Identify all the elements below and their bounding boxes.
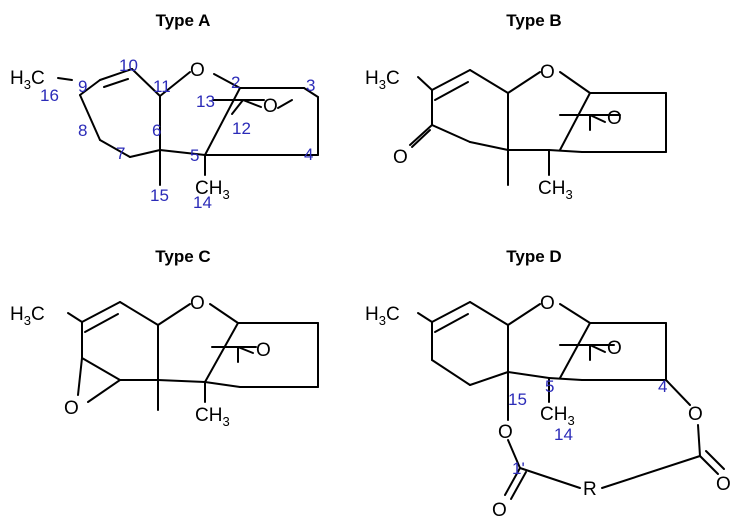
type-a-ring-oxygen: O xyxy=(190,60,205,81)
svg-text:14: 14 xyxy=(193,193,212,212)
type-a-title: Type A xyxy=(156,11,211,30)
type-b-ch3-left: H3C xyxy=(365,68,400,92)
type-b-bonds xyxy=(409,69,667,186)
type-d-carbonyl-oxygen-left: O xyxy=(492,500,507,521)
type-a-structure: Type A H3C O xyxy=(10,11,319,212)
type-c-structure: Type C H3C O O xyxy=(10,247,319,429)
svg-text:6: 6 xyxy=(152,121,161,140)
type-c-ch3-left: H3C xyxy=(10,304,45,328)
svg-text:5: 5 xyxy=(545,377,554,396)
type-c-title: Type C xyxy=(155,247,210,266)
type-d-epoxide-oxygen: O xyxy=(607,338,622,359)
type-b-ketone-oxygen: O xyxy=(393,147,408,168)
svg-text:15: 15 xyxy=(150,186,169,205)
svg-text:5: 5 xyxy=(190,146,199,165)
type-d-ester-oxygen-left: O xyxy=(498,422,513,443)
type-a-numbering: 2 3 4 5 6 7 8 9 10 11 12 13 14 15 16 xyxy=(40,56,315,212)
type-d-structure: Type D xyxy=(365,247,731,521)
type-b-structure: Type B H3C O O xyxy=(365,11,667,202)
svg-text:10: 10 xyxy=(119,56,138,75)
svg-text:9: 9 xyxy=(78,77,87,96)
svg-text:11: 11 xyxy=(153,77,171,96)
type-a-epoxide-oxygen: O xyxy=(263,96,278,117)
svg-text:7: 7 xyxy=(116,144,125,163)
type-b-ring-oxygen: O xyxy=(540,62,555,83)
type-d-ch3-methyl: CH3 xyxy=(540,404,575,428)
type-c-epoxide-oxygen: O xyxy=(256,340,271,361)
type-a-ch3-left: H3C xyxy=(10,68,45,92)
svg-text:2: 2 xyxy=(231,73,240,92)
svg-text:3: 3 xyxy=(306,76,315,95)
type-d-numbering: 15 5 4 14 1' xyxy=(508,377,667,478)
type-b-epoxide-oxygen: O xyxy=(607,108,622,129)
svg-text:1': 1' xyxy=(512,459,525,478)
svg-text:15: 15 xyxy=(508,390,527,409)
type-d-bonds xyxy=(417,301,725,500)
type-b-title: Type B xyxy=(506,11,561,30)
type-c-ch3-methyl: CH3 xyxy=(195,405,230,429)
type-d-r-group: R xyxy=(583,479,597,500)
type-a-ch3-methyl: CH3 xyxy=(195,178,230,202)
type-d-ring-oxygen: O xyxy=(540,293,555,314)
type-c-bonds xyxy=(67,301,319,411)
type-d-carbonyl-oxygen-right: O xyxy=(716,474,731,495)
type-b-ch3-methyl: CH3 xyxy=(538,178,573,202)
type-d-ch3-left: H3C xyxy=(365,304,400,328)
type-c-ring-oxygen: O xyxy=(190,293,205,314)
svg-text:16: 16 xyxy=(40,86,59,105)
type-a-bonds xyxy=(57,68,319,186)
svg-text:13: 13 xyxy=(196,92,215,111)
type-d-title: Type D xyxy=(506,247,561,266)
type-d-ester-oxygen-right: O xyxy=(688,404,703,425)
svg-text:14: 14 xyxy=(554,425,573,444)
svg-text:4: 4 xyxy=(304,145,313,164)
svg-text:8: 8 xyxy=(78,121,87,140)
svg-text:12: 12 xyxy=(232,119,251,138)
svg-text:4: 4 xyxy=(658,377,667,396)
type-c-ring-epoxide-oxygen: O xyxy=(64,398,79,419)
